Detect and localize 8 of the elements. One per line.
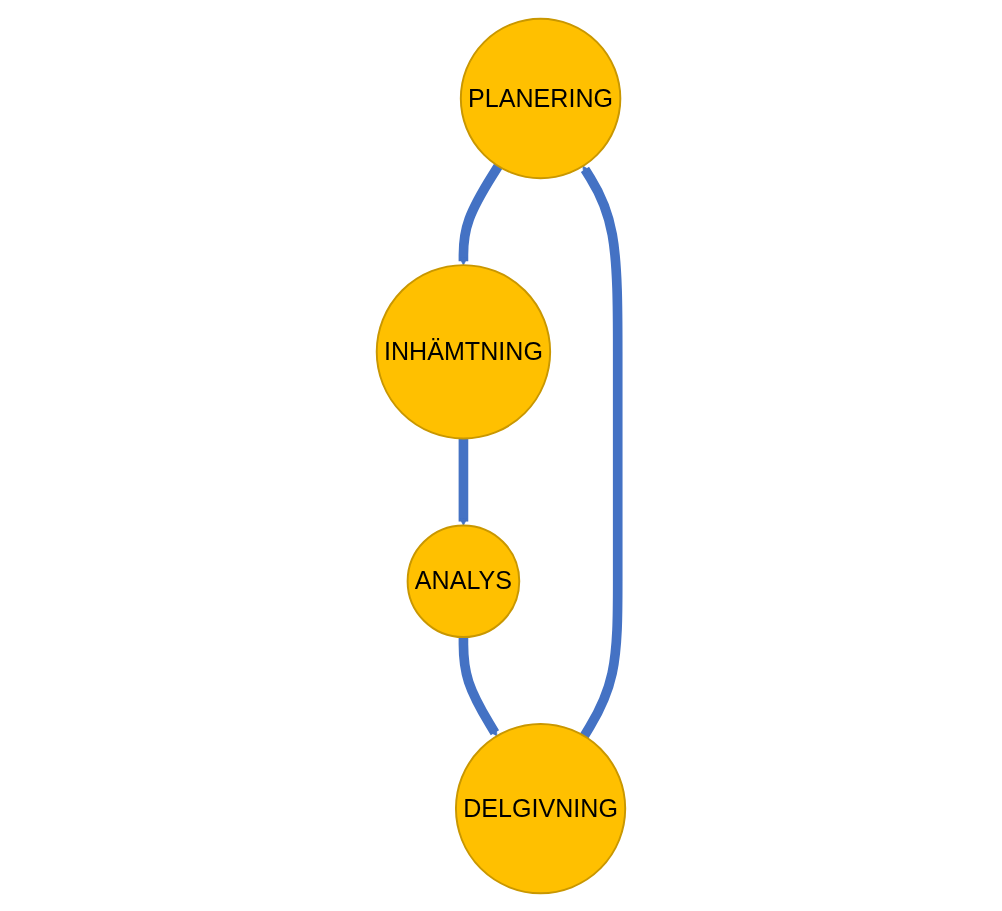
arrow	[458, 636, 500, 736]
arrow	[458, 163, 503, 265]
arrow	[458, 438, 469, 526]
node-circle: PLANERING	[459, 17, 622, 179]
node-circle: ANALYS	[406, 523, 521, 638]
node-circle: DELGIVNING	[455, 722, 627, 894]
node-circle: INHÄMTNING	[375, 263, 552, 440]
arrow	[580, 165, 623, 739]
